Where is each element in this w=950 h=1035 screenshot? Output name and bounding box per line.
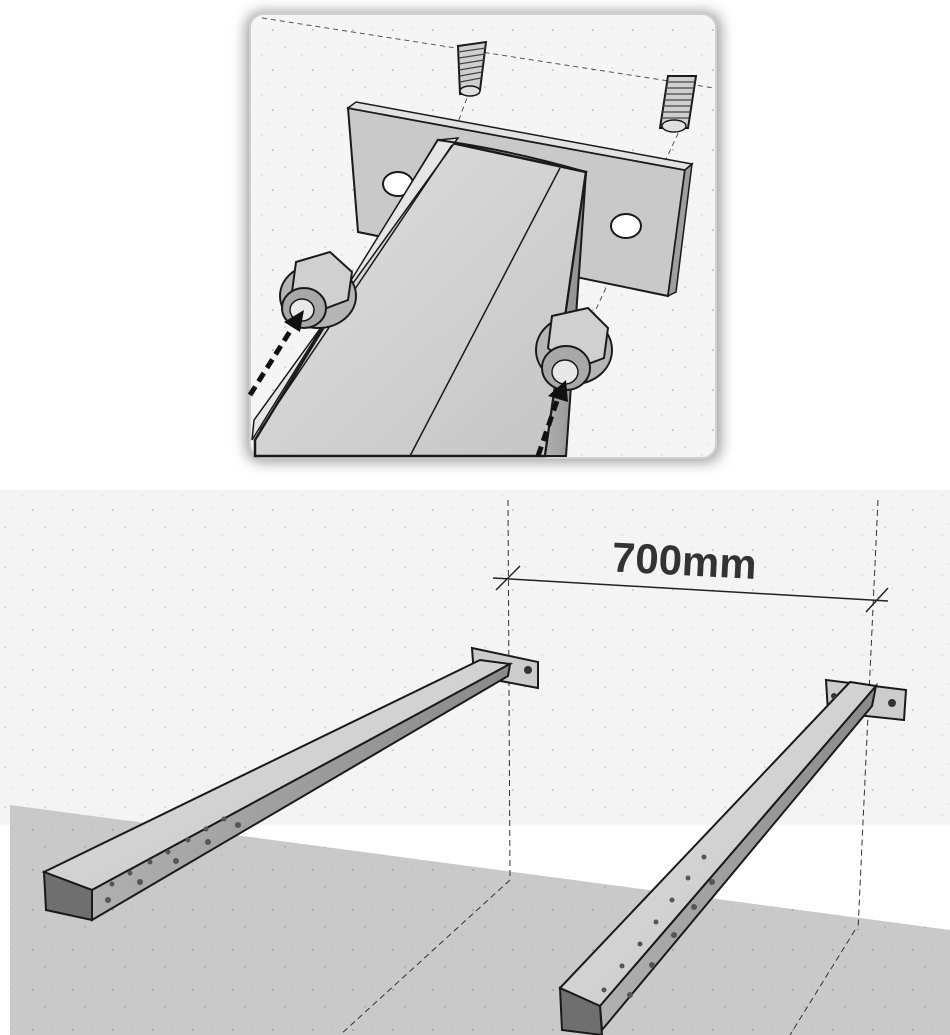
- detail-inset: [246, 12, 721, 462]
- bracket-right-holes: [601, 854, 715, 998]
- main-scene: 700mm: [0, 490, 950, 1035]
- arrow-left: [247, 310, 304, 397]
- bolt-right: [658, 75, 698, 133]
- bolt-left: [456, 40, 488, 97]
- floor-texture: [10, 805, 950, 1035]
- nut-right: [535, 306, 613, 391]
- arrow-right: [535, 380, 568, 457]
- bracket-left-holes: [105, 816, 241, 903]
- dimension-label: 700mm: [611, 533, 758, 588]
- plate-hole-right: [610, 213, 642, 239]
- bracket-right: [558, 678, 908, 1035]
- dimension-line: [492, 565, 889, 613]
- bracket-left: [41, 646, 539, 922]
